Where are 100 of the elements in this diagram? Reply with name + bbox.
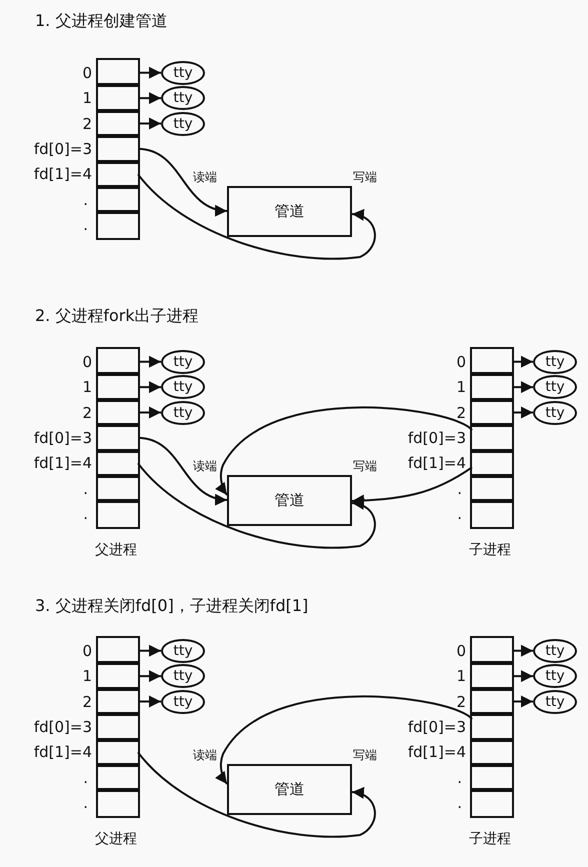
side-label: 0 bbox=[82, 640, 92, 661]
side-label: 2 bbox=[456, 692, 466, 712]
tty-ellipse: tty bbox=[161, 400, 205, 424]
table-cell bbox=[470, 661, 514, 691]
side-label: 1 bbox=[456, 666, 466, 686]
side-label: fd[0]=3 bbox=[408, 716, 466, 737]
arrow bbox=[138, 356, 161, 368]
arrow bbox=[137, 752, 376, 838]
side-label: 1 bbox=[82, 666, 92, 686]
table-cell bbox=[470, 712, 514, 742]
side-label: . bbox=[83, 768, 88, 788]
table-cell bbox=[96, 474, 140, 504]
side-label: 0 bbox=[82, 352, 92, 372]
side-label: fd[1]=4 bbox=[408, 453, 466, 474]
arrow bbox=[512, 670, 533, 682]
arrow bbox=[138, 644, 161, 657]
side-label: 2 bbox=[456, 402, 466, 422]
side-label: . bbox=[83, 215, 88, 236]
process-label: 子进程 bbox=[468, 830, 512, 849]
side-label: 0 bbox=[456, 640, 466, 661]
side-label: 0 bbox=[82, 62, 92, 83]
side-label: . bbox=[457, 478, 462, 499]
side-label: 2 bbox=[82, 114, 92, 134]
arrow bbox=[138, 381, 161, 394]
table-cell bbox=[470, 686, 514, 716]
table-cell bbox=[96, 160, 140, 189]
side-label: 写端 bbox=[353, 458, 377, 474]
table-cell bbox=[96, 398, 140, 428]
side-label: . bbox=[83, 793, 88, 814]
tty-ellipse: tty bbox=[161, 60, 205, 85]
side-label: 写端 bbox=[353, 169, 377, 185]
side-label: 2 bbox=[82, 692, 92, 712]
tty-ellipse: tty bbox=[533, 638, 577, 663]
side-label: . bbox=[83, 478, 88, 499]
pipe-box: 管道 bbox=[227, 186, 352, 237]
side-label: 1 bbox=[82, 377, 92, 398]
table-cell bbox=[96, 83, 140, 113]
pipe-box: 管道 bbox=[227, 764, 352, 815]
side-label: 读端 bbox=[193, 169, 217, 185]
table-cell bbox=[96, 686, 140, 716]
table-cell bbox=[96, 185, 140, 214]
side-label: 读端 bbox=[193, 458, 217, 474]
table-cell bbox=[96, 763, 140, 792]
arrow bbox=[512, 356, 533, 368]
arrow bbox=[138, 670, 161, 682]
side-label: 读端 bbox=[193, 747, 217, 763]
tty-ellipse: tty bbox=[533, 664, 577, 688]
arrow bbox=[512, 381, 533, 394]
side-label: fd[1]=4 bbox=[34, 453, 92, 474]
side-label: 1 bbox=[82, 88, 92, 108]
tty-ellipse: tty bbox=[533, 375, 577, 400]
side-label: 0 bbox=[456, 352, 466, 372]
tty-ellipse: tty bbox=[533, 690, 577, 714]
side-label: fd[0]=3 bbox=[34, 138, 92, 159]
table-cell bbox=[96, 661, 140, 691]
arrow bbox=[138, 118, 161, 130]
side-label: fd[1]=4 bbox=[34, 742, 92, 762]
table-cell bbox=[96, 372, 140, 402]
side-label: fd[0]=3 bbox=[34, 716, 92, 737]
side-label: . bbox=[457, 793, 462, 814]
arrow bbox=[138, 66, 161, 79]
tty-ellipse: tty bbox=[161, 638, 205, 663]
tty-ellipse: tty bbox=[161, 350, 205, 374]
table-cell bbox=[96, 108, 140, 138]
side-label: . bbox=[457, 504, 462, 524]
side-label: 写端 bbox=[353, 747, 377, 763]
table-cell bbox=[470, 474, 514, 504]
side-label: fd[0]=3 bbox=[34, 428, 92, 448]
table-cell bbox=[470, 423, 514, 453]
side-label: 2 bbox=[82, 402, 92, 422]
side-label: . bbox=[83, 504, 88, 524]
arrow bbox=[215, 406, 473, 496]
section-heading: 2. 父进程fork出子进程 bbox=[35, 305, 199, 327]
arrow bbox=[138, 406, 161, 418]
arrow bbox=[137, 462, 376, 549]
table-cell bbox=[96, 738, 140, 767]
tty-ellipse: tty bbox=[161, 86, 205, 110]
table-cell bbox=[96, 134, 140, 164]
tty-ellipse: tty bbox=[533, 350, 577, 374]
table-cell bbox=[470, 448, 514, 478]
tty-ellipse: tty bbox=[161, 112, 205, 136]
table-cell bbox=[470, 738, 514, 767]
section-heading: 1. 父进程创建管道 bbox=[35, 10, 168, 32]
side-label: fd[1]=4 bbox=[408, 742, 466, 762]
side-label: . bbox=[83, 190, 88, 210]
tty-ellipse: tty bbox=[161, 375, 205, 400]
tty-ellipse: tty bbox=[533, 400, 577, 424]
pipe-box: 管道 bbox=[227, 475, 352, 526]
arrow bbox=[512, 696, 533, 708]
side-label: fd[0]=3 bbox=[408, 428, 466, 448]
side-label: 1 bbox=[456, 377, 466, 398]
arrow bbox=[512, 406, 533, 418]
table-cell bbox=[96, 448, 140, 478]
table-cell bbox=[96, 423, 140, 453]
arrow bbox=[512, 644, 533, 657]
arrow bbox=[215, 696, 473, 785]
table-cell bbox=[470, 763, 514, 792]
section-heading: 3. 父进程关闭fd[0]，子进程关闭fd[1] bbox=[35, 595, 308, 617]
process-label: 子进程 bbox=[468, 541, 512, 560]
side-label: fd[1]=4 bbox=[34, 164, 92, 184]
